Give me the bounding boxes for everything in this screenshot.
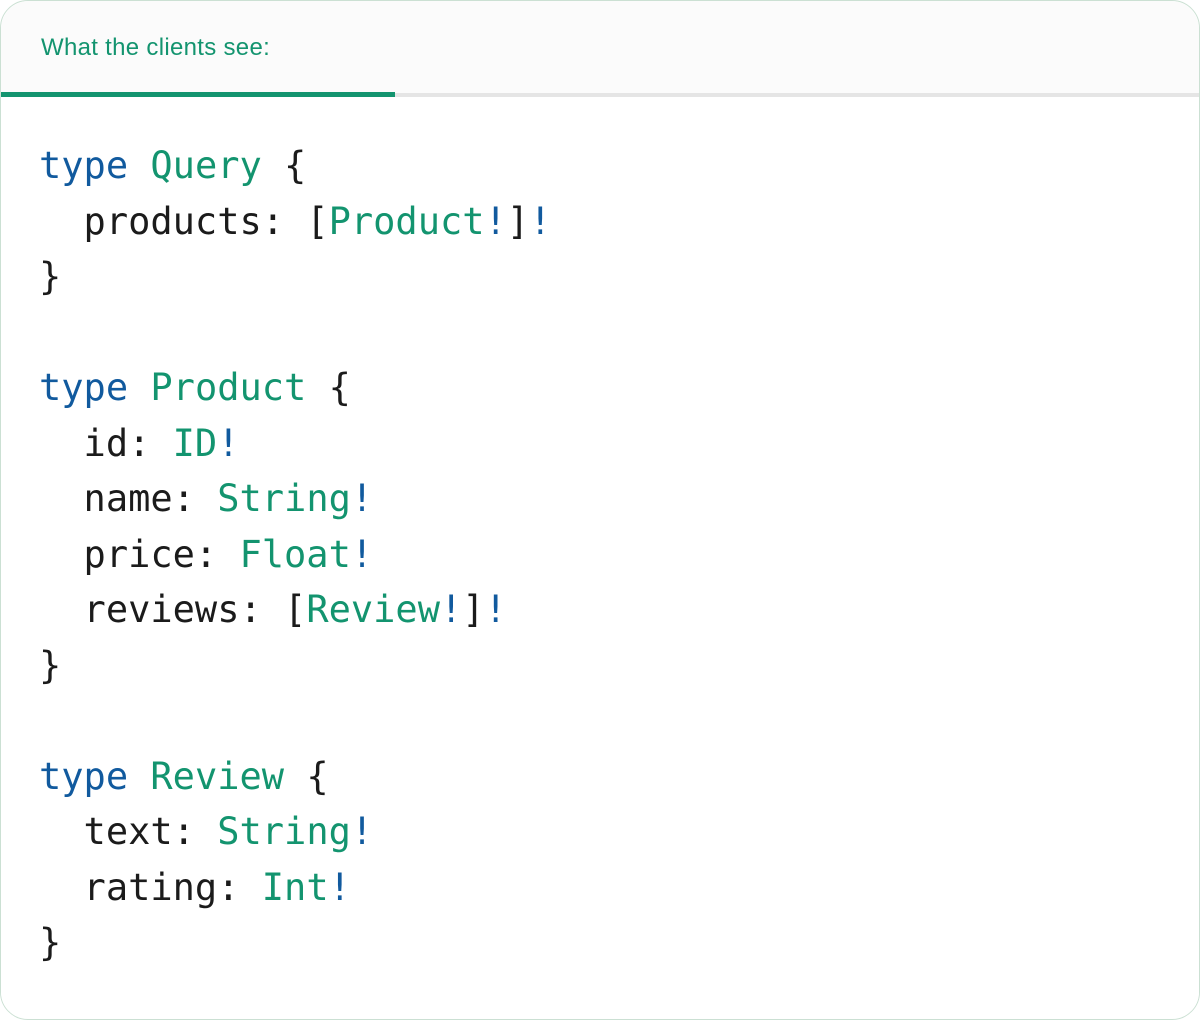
code-token: {: [284, 754, 329, 798]
code-token: !: [350, 532, 374, 576]
code-token: ]: [462, 588, 485, 631]
code-token: !: [529, 199, 552, 243]
code-line: [39, 693, 1159, 749]
code-line: text: String!: [39, 804, 1159, 860]
code-token: Review: [150, 754, 285, 798]
code-token: [128, 755, 150, 798]
code-token: Review: [306, 588, 440, 631]
code-token: name:: [39, 477, 218, 520]
code-token: {: [306, 366, 351, 409]
code-line: id: ID!: [39, 416, 1159, 472]
code-token: String: [217, 810, 351, 853]
code-line: name: String!: [39, 471, 1159, 527]
code-token: {: [261, 144, 307, 187]
code-token: Query: [150, 144, 262, 187]
code-token: !: [484, 199, 507, 243]
code-line: }: [39, 638, 1159, 694]
code-token: price:: [39, 532, 240, 576]
code-token: !: [217, 421, 240, 465]
tab-label: What the clients see:: [41, 34, 271, 61]
code-token: text:: [39, 810, 218, 853]
code-token: Product: [150, 366, 307, 409]
code-token: products: [: [39, 199, 329, 243]
code-token: [128, 144, 150, 187]
code-line: price: Float!: [39, 527, 1159, 583]
tab-what-clients-see[interactable]: What the clients see:: [1, 1, 395, 97]
code-token: type: [39, 754, 129, 798]
code-line: rating: Int!: [39, 860, 1159, 916]
code-token: }: [39, 921, 62, 964]
code-token: type: [39, 144, 129, 187]
graphql-schema-code-block: type Query { products: [Product!]!}type …: [1, 97, 1199, 1011]
code-token: Int: [261, 865, 329, 909]
code-token: !: [328, 865, 351, 909]
code-line: reviews: [Review!]!: [39, 582, 1159, 638]
code-token: ]: [506, 199, 530, 243]
code-token: !: [350, 477, 374, 520]
code-token: Product: [328, 199, 485, 243]
code-token: ID: [172, 421, 218, 465]
code-line: type Review {: [39, 749, 1159, 805]
code-token: String: [217, 477, 351, 520]
tabs-header: What the clients see:: [1, 1, 1199, 97]
code-token: }: [39, 255, 62, 298]
code-token: rating:: [39, 865, 262, 909]
code-line: products: [Product!]!: [39, 194, 1159, 250]
code-token: !: [439, 588, 463, 631]
code-line: type Query {: [39, 138, 1159, 194]
code-token: !: [484, 588, 507, 631]
code-token: type: [39, 366, 129, 409]
code-token: reviews: [: [39, 588, 307, 631]
code-token: }: [39, 643, 62, 687]
code-token: !: [350, 810, 374, 853]
code-token: Float: [239, 532, 351, 576]
code-token: [128, 366, 150, 409]
code-line: type Product {: [39, 360, 1159, 416]
code-line: [39, 305, 1159, 361]
code-token: id:: [39, 421, 173, 465]
code-line: }: [39, 249, 1159, 305]
code-line: }: [39, 915, 1159, 971]
